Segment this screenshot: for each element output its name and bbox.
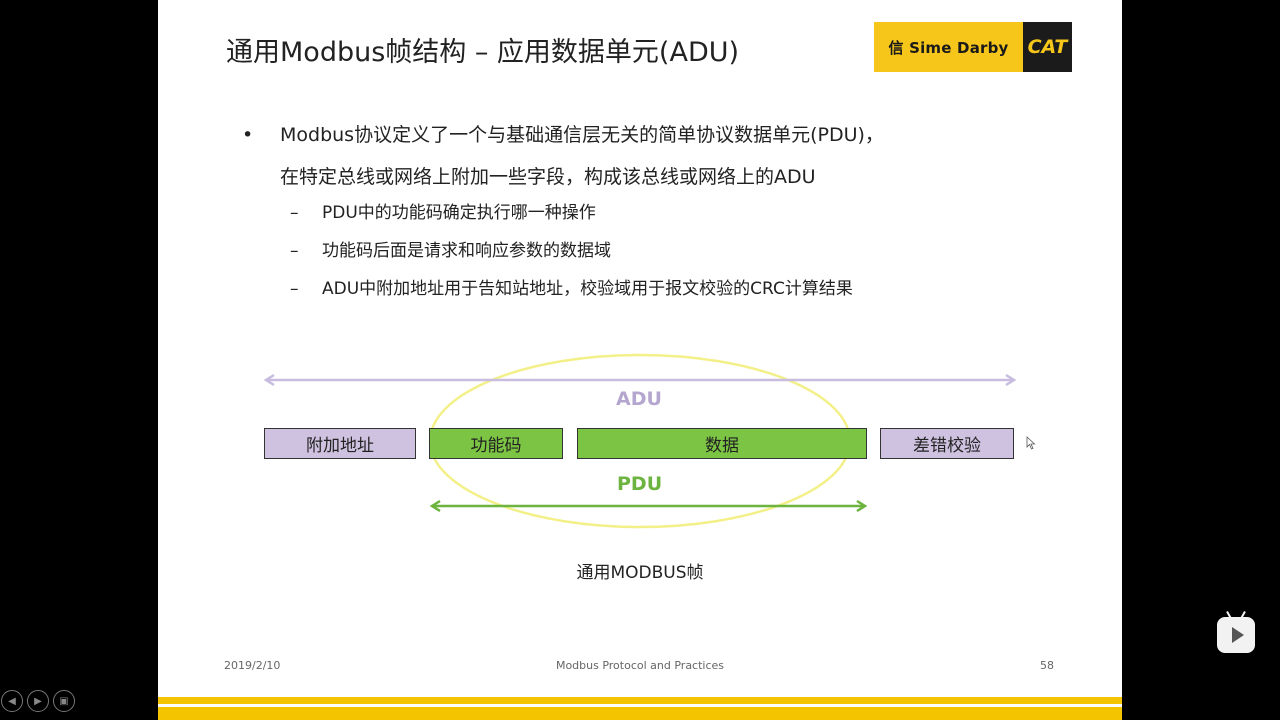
sub-bullet-list: – PDU中的功能码确定执行哪一种操作 – 功能码后面是请求和响应参数的数据域 … — [290, 195, 1050, 309]
modbus-frame-diagram: ADU 附加地址 功能码 数据 差错校验 PDU — [158, 340, 1122, 600]
sime-darby-logo-text: 信 Sime Darby — [874, 22, 1023, 72]
dash-marker: – — [290, 241, 299, 261]
sub-bullet-text: PDU中的功能码确定执行哪一种操作 — [322, 203, 596, 223]
play-icon — [1232, 627, 1244, 643]
prev-icon[interactable]: ◀ — [1, 690, 23, 712]
pdu-label: PDU — [617, 473, 663, 495]
main-bullet: • Modbus协议定义了一个与基础通信层无关的简单协议数据单元(PDU)， 在… — [242, 114, 1042, 198]
address-field-box: 附加地址 — [264, 428, 416, 459]
dash-marker: – — [290, 203, 299, 223]
sub-bullet-text: 功能码后面是请求和响应参数的数据域 — [322, 241, 611, 261]
main-bullet-line-2: 在特定总线或网络上附加一些字段，构成该总线或网络上的ADU — [280, 166, 816, 188]
bilibili-play-icon[interactable] — [1217, 617, 1255, 653]
footer-title: Modbus Protocol and Practices — [555, 659, 725, 672]
slide-title: 通用Modbus帧结构 – 应用数据单元(ADU) — [226, 37, 740, 68]
error-check-box: 差错校验 — [880, 428, 1014, 459]
sub-bullet-text: ADU中附加地址用于告知站地址，校验域用于报文校验的CRC计算结果 — [322, 279, 853, 299]
sub-bullet-item: – PDU中的功能码确定执行哪一种操作 — [290, 195, 1050, 233]
adu-arrow — [263, 373, 1017, 387]
footer-date: 2019/2/10 — [224, 659, 281, 672]
cat-logo-text: CAT — [1023, 22, 1072, 72]
sub-bullet-item: – 功能码后面是请求和响应参数的数据域 — [290, 233, 1050, 271]
adu-label: ADU — [616, 388, 662, 410]
function-code-box: 功能码 — [429, 428, 563, 459]
dash-marker: – — [290, 279, 299, 299]
company-logo: 信 Sime Darby CAT — [874, 22, 1072, 72]
pdu-arrow — [429, 499, 868, 513]
bullet-dot: • — [242, 124, 254, 146]
screen-icon[interactable]: ▣ — [53, 690, 75, 712]
mouse-cursor-icon — [1026, 436, 1036, 450]
data-field-box: 数据 — [577, 428, 867, 459]
slide-bottom-bar — [158, 697, 1122, 720]
sub-bullet-item: – ADU中附加地址用于告知站地址，校验域用于报文校验的CRC计算结果 — [290, 271, 1050, 309]
slideshow-controls: ◀ ▶ ▣ — [1, 690, 75, 712]
main-bullet-line-1: Modbus协议定义了一个与基础通信层无关的简单协议数据单元(PDU)， — [280, 124, 884, 146]
footer-page-number: 58 — [1040, 659, 1054, 672]
next-icon[interactable]: ▶ — [27, 690, 49, 712]
diagram-caption: 通用MODBUS帧 — [576, 563, 704, 583]
presentation-slide: 通用Modbus帧结构 – 应用数据单元(ADU) 信 Sime Darby C… — [158, 0, 1122, 720]
